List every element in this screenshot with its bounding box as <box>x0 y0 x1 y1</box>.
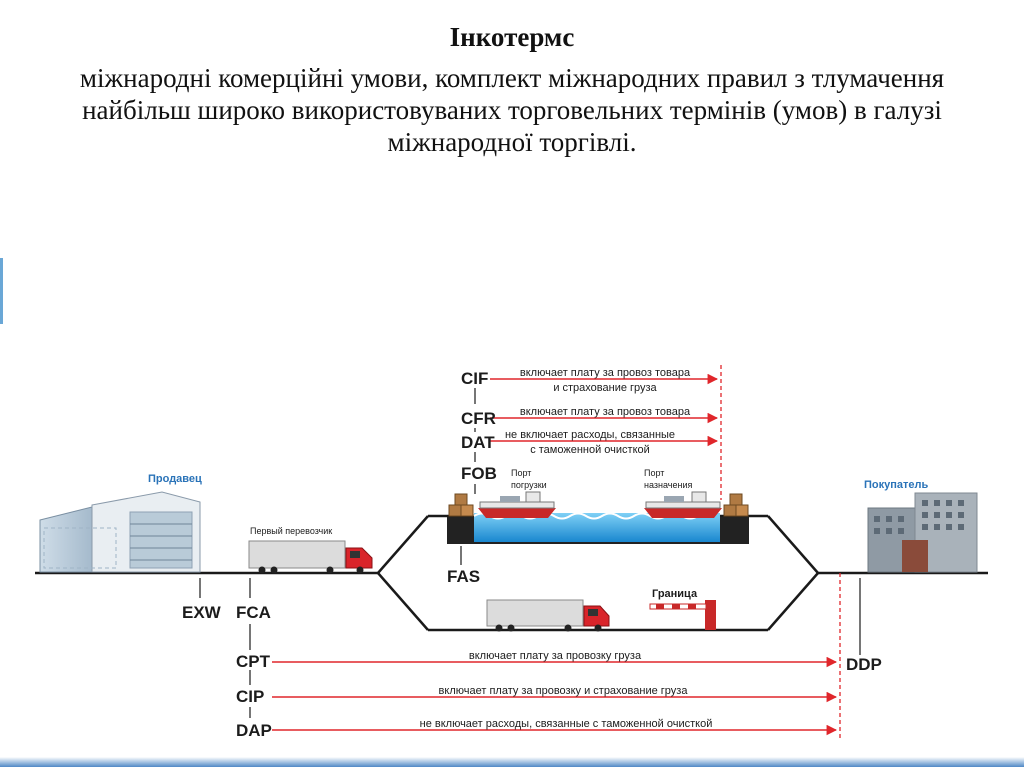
term-cpt: CPT <box>236 652 271 671</box>
cfr-note: включает плату за провоз товара <box>520 406 691 418</box>
term-exw: EXW <box>182 603 222 622</box>
dat-note-line1: не включает расходы, связанные <box>505 429 675 441</box>
border-barrier <box>649 600 716 630</box>
dap-note: не включает расходы, связанные с таможен… <box>420 718 713 730</box>
port-destination-label-2: назначения <box>644 480 692 490</box>
term-fob: FOB <box>461 464 497 483</box>
sea-channel <box>447 512 749 544</box>
term-cfr: CFR <box>461 409 496 428</box>
multimodal-term-arrows <box>272 656 838 736</box>
term-boundary-lines <box>199 388 861 718</box>
port-loading-label-1: Порт <box>511 468 531 478</box>
slide-title: Інкотермс <box>449 22 575 52</box>
term-cip: CIP <box>236 687 264 706</box>
left-accent-bar <box>0 258 3 324</box>
dat-note-line2: с таможенной очисткой <box>530 444 650 456</box>
buyer-building <box>867 492 978 573</box>
sea-term-arrows <box>490 373 719 447</box>
term-ddp: DDP <box>846 655 882 674</box>
ship-destination <box>644 491 722 518</box>
term-dap: DAP <box>236 721 272 740</box>
port-loading-label-2: погрузки <box>511 480 547 490</box>
cip-note: включает плату за провозку и страхование… <box>439 685 689 697</box>
term-fca: FCA <box>236 603 271 622</box>
seller-label: Продавец <box>148 473 202 485</box>
first-carrier-truck <box>248 540 373 574</box>
cargo-boxes-destination <box>723 493 749 517</box>
cpt-note: включает плату за провозку груза <box>469 650 642 662</box>
ship-loading <box>478 491 556 518</box>
cargo-boxes-loading <box>448 493 474 517</box>
destination-dashed-lines <box>720 365 841 740</box>
slide-definition: міжнародні комерційні умови, комплект мі… <box>79 63 945 157</box>
port-destination-label-1: Порт <box>644 468 664 478</box>
first-carrier-label: Первый перевозчик <box>250 526 332 536</box>
term-fas: FAS <box>447 567 480 586</box>
bottom-accent-band <box>0 757 1024 767</box>
term-dat: DAT <box>461 433 495 452</box>
cif-note-line2: и страхование груза <box>553 382 657 394</box>
seller-building <box>39 491 201 573</box>
buyer-label: Покупатель <box>864 479 929 491</box>
border-route-truck <box>486 599 610 632</box>
term-cif: CIF <box>461 369 488 388</box>
cif-note-line1: включает плату за провоз товара <box>520 367 691 379</box>
border-label: Граница <box>652 588 698 600</box>
